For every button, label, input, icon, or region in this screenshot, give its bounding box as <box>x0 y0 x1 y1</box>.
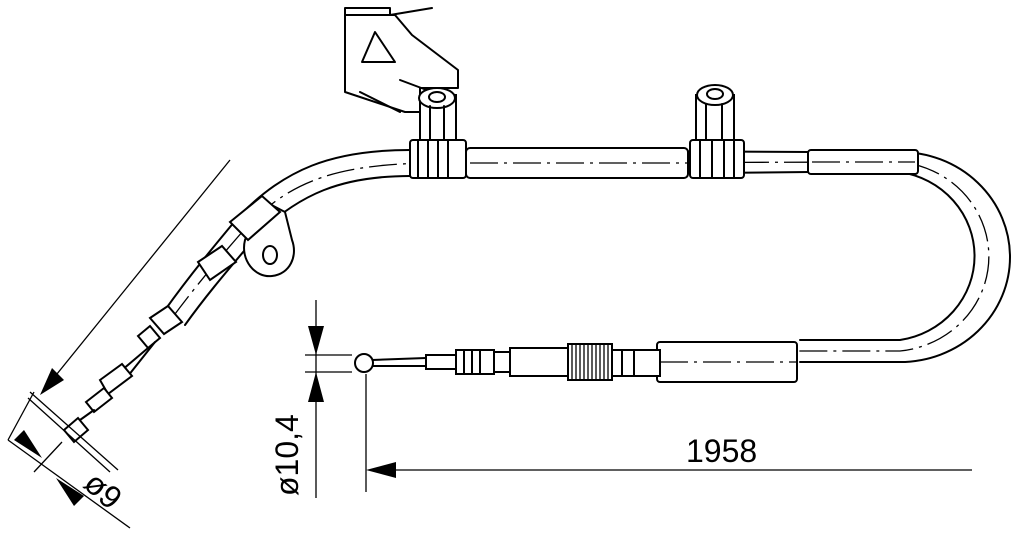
right-clamp <box>689 84 745 179</box>
start-diameter-dimension: ø9 <box>7 159 231 529</box>
eyelet-clip <box>196 194 295 282</box>
length-label: 1958 <box>686 433 757 469</box>
lower-end-assembly <box>354 341 798 383</box>
bracket-clamp <box>409 87 467 179</box>
end-diameter-dimension: ø10,4 <box>269 300 352 498</box>
end-diameter-label: ø10,4 <box>269 414 305 496</box>
start-diameter-label: ø9 <box>77 464 129 516</box>
start-end-fitting <box>62 304 184 444</box>
length-dimension: 1958 <box>365 374 972 492</box>
